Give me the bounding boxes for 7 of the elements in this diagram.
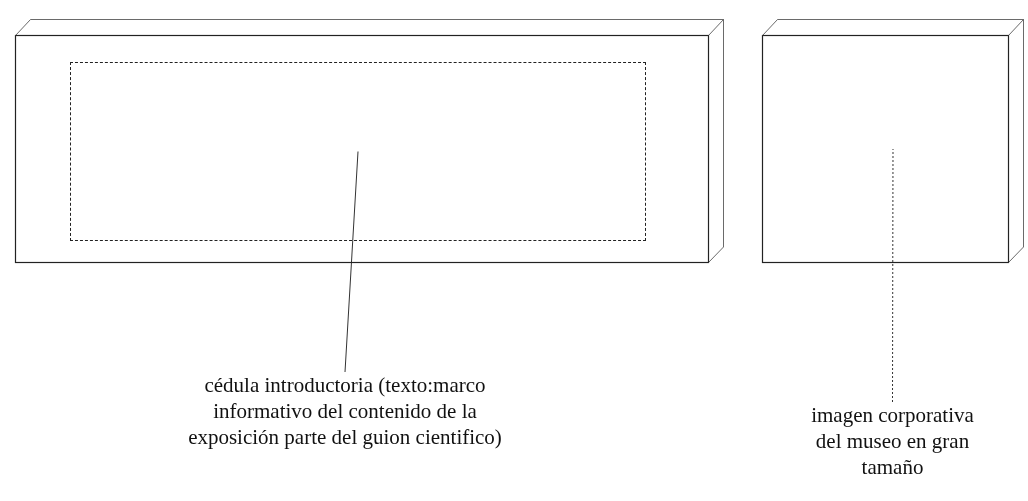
dashed-frame: [70, 62, 646, 241]
display-panel: [762, 19, 1024, 263]
leader-line: [892, 148, 894, 403]
caption-text: imagen corporativa del museo en gran tamaño: [800, 402, 985, 497]
caption-text: cédula introductoria (texto:marco informativo del contenido de la exposición parte del guion cientifico): [185, 372, 505, 497]
display-panel: [15, 19, 724, 263]
leader-line: [344, 151, 359, 373]
